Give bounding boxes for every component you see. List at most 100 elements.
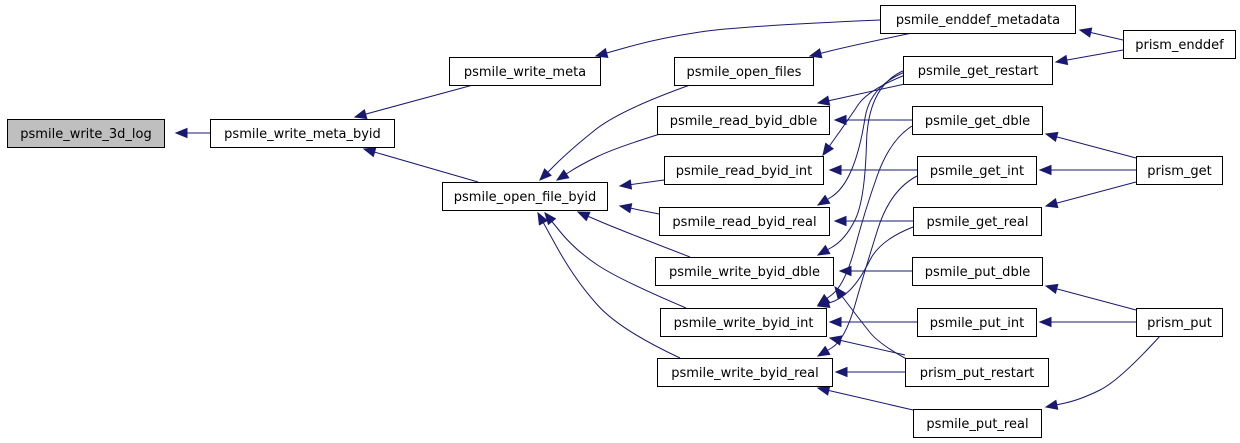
- node-label: prism_put_restart: [920, 366, 1035, 381]
- node-psmile-read-byid-int[interactable]: psmile_read_byid_int: [664, 156, 824, 185]
- edge-psmile_put_int-to-psmile_write_byid_int: [828, 316, 917, 328]
- node-box[interactable]: [7, 119, 165, 148]
- node-psmile-read-byid-real[interactable]: psmile_read_byid_real: [659, 207, 830, 236]
- node-box[interactable]: [674, 57, 814, 86]
- edge-psmile_get_restart-to-psmile_write_byid_dble: [816, 69, 906, 256]
- edge-prism_put-to-psmile_put_int: [1038, 316, 1136, 328]
- node-psmile-get-dble[interactable]: psmile_get_dble: [912, 106, 1043, 135]
- node-psmile-put-int[interactable]: psmile_put_int: [917, 308, 1037, 337]
- node-psmile-enddef-metadata[interactable]: psmile_enddef_metadata: [880, 5, 1076, 34]
- arrowhead-icon: [833, 215, 847, 227]
- arrowhead-icon: [834, 366, 848, 378]
- node-psmile-get-int[interactable]: psmile_get_int: [917, 156, 1037, 185]
- node-box[interactable]: [449, 57, 601, 86]
- edge-line: [577, 211, 691, 258]
- arrowhead-icon: [539, 168, 552, 181]
- edge-prism_put-to-psmile_put_real: [1044, 335, 1161, 410]
- arrowhead-icon: [828, 316, 842, 328]
- edge-psmile_get_real-to-psmile_write_byid_int: [816, 226, 914, 308]
- edge-line: [817, 69, 906, 256]
- node-psmile-write-byid-dble[interactable]: psmile_write_byid_dble: [655, 257, 834, 286]
- arrowhead-icon: [1038, 316, 1052, 328]
- edge-psmile_open_file_byid-to-psmile_write_meta_byid: [362, 147, 479, 183]
- node-box[interactable]: [912, 106, 1043, 135]
- node-box[interactable]: [655, 257, 834, 286]
- node-label: psmile_write_byid_real: [671, 366, 819, 381]
- node-box[interactable]: [917, 156, 1037, 185]
- node-box[interactable]: [912, 257, 1043, 286]
- edge-line: [544, 212, 687, 309]
- arrowhead-icon: [816, 194, 831, 206]
- node-box[interactable]: [442, 182, 608, 211]
- edge-line: [556, 133, 661, 181]
- node-box[interactable]: [913, 409, 1042, 438]
- node-label: psmile_get_dble: [925, 114, 1030, 129]
- node-label: psmile_write_meta_byid: [224, 127, 381, 142]
- arrowhead-icon: [1044, 131, 1059, 143]
- node-psmile-open-file-byid[interactable]: psmile_open_file_byid: [442, 182, 608, 211]
- node-psmile-write-byid-real[interactable]: psmile_write_byid_real: [657, 358, 833, 387]
- node-box[interactable]: [660, 308, 827, 337]
- node-box[interactable]: [1136, 156, 1223, 185]
- node-box[interactable]: [1136, 308, 1223, 337]
- arrowhead-icon: [353, 108, 368, 120]
- arrowhead-icon: [594, 47, 609, 58]
- node-psmile-put-real[interactable]: psmile_put_real: [913, 409, 1042, 438]
- edge-psmile_get_restart-to-psmile_read_byid_dble: [816, 83, 906, 106]
- arrowhead-icon: [833, 114, 847, 126]
- edge-line: [363, 148, 479, 183]
- call-edges: [174, 19, 1161, 411]
- node-prism-put[interactable]: prism_put: [1136, 308, 1223, 337]
- arrowhead-icon: [362, 147, 377, 158]
- edge-line: [1045, 335, 1161, 408]
- node-psmile-open-files[interactable]: psmile_open_files: [674, 57, 814, 86]
- node-psmile-write-meta[interactable]: psmile_write_meta: [449, 57, 601, 86]
- node-box[interactable]: [210, 119, 395, 148]
- arrowhead-icon: [834, 285, 847, 300]
- node-box[interactable]: [880, 5, 1076, 34]
- arrowhead-icon: [838, 265, 852, 277]
- node-prism-get[interactable]: prism_get: [1136, 156, 1223, 185]
- edge-line: [354, 84, 474, 118]
- node-box[interactable]: [659, 207, 830, 236]
- node-label: psmile_write_byid_dble: [669, 265, 820, 280]
- node-box[interactable]: [664, 156, 824, 185]
- edge-psmile_write_byid_dble-to-psmile_open_file_byid: [576, 211, 691, 258]
- node-box[interactable]: [913, 207, 1042, 236]
- node-box[interactable]: [905, 358, 1049, 387]
- edge-line: [817, 125, 913, 306]
- edge-line: [817, 71, 906, 206]
- node-box[interactable]: [657, 106, 830, 135]
- arrowhead-icon: [537, 211, 549, 226]
- edge-prism_put_restart-to-psmile_write_byid_real: [834, 366, 905, 378]
- node-label: psmile_put_dble: [925, 265, 1031, 280]
- arrowhead-icon: [1038, 164, 1052, 176]
- node-label: psmile_put_int: [930, 316, 1024, 331]
- edge-psmile_put_real-to-psmile_write_byid_real: [816, 385, 914, 411]
- node-psmile-read-byid-dble[interactable]: psmile_read_byid_dble: [657, 106, 830, 135]
- arrowhead-icon: [1044, 197, 1059, 209]
- edge-psmile_get_real-to-psmile_read_byid_real: [833, 215, 913, 227]
- arrowhead-icon: [174, 127, 188, 139]
- node-psmile-write-3d-log[interactable]: psmile_write_3d_log: [7, 119, 165, 148]
- arrowhead-icon: [555, 169, 570, 181]
- edge-psmile_read_byid_int-to-psmile_open_file_byid: [618, 179, 665, 190]
- node-box[interactable]: [917, 308, 1037, 337]
- edge-psmile_write_byid_int-to-psmile_open_file_byid: [544, 211, 687, 309]
- node-box[interactable]: [1123, 30, 1236, 59]
- node-label: psmile_put_real: [926, 417, 1028, 432]
- node-psmile-get-restart[interactable]: psmile_get_restart: [903, 56, 1053, 85]
- node-prism-put-restart[interactable]: prism_put_restart: [905, 358, 1049, 387]
- node-psmile-get-real[interactable]: psmile_get_real: [913, 207, 1042, 236]
- node-psmile-write-byid-int[interactable]: psmile_write_byid_int: [660, 308, 827, 337]
- edge-line: [817, 226, 914, 307]
- node-box[interactable]: [903, 56, 1053, 85]
- edge-prism_get-to-psmile_get_int: [1038, 164, 1136, 176]
- node-psmile-put-dble[interactable]: psmile_put_dble: [912, 257, 1043, 286]
- node-prism-enddef[interactable]: prism_enddef: [1123, 30, 1236, 59]
- node-box[interactable]: [657, 358, 833, 387]
- edge-line: [829, 337, 906, 356]
- edge-psmile_get_restart-to-psmile_read_byid_real: [816, 71, 906, 206]
- arrowhead-icon: [828, 335, 843, 346]
- node-psmile-write-meta-byid[interactable]: psmile_write_meta_byid: [210, 119, 395, 148]
